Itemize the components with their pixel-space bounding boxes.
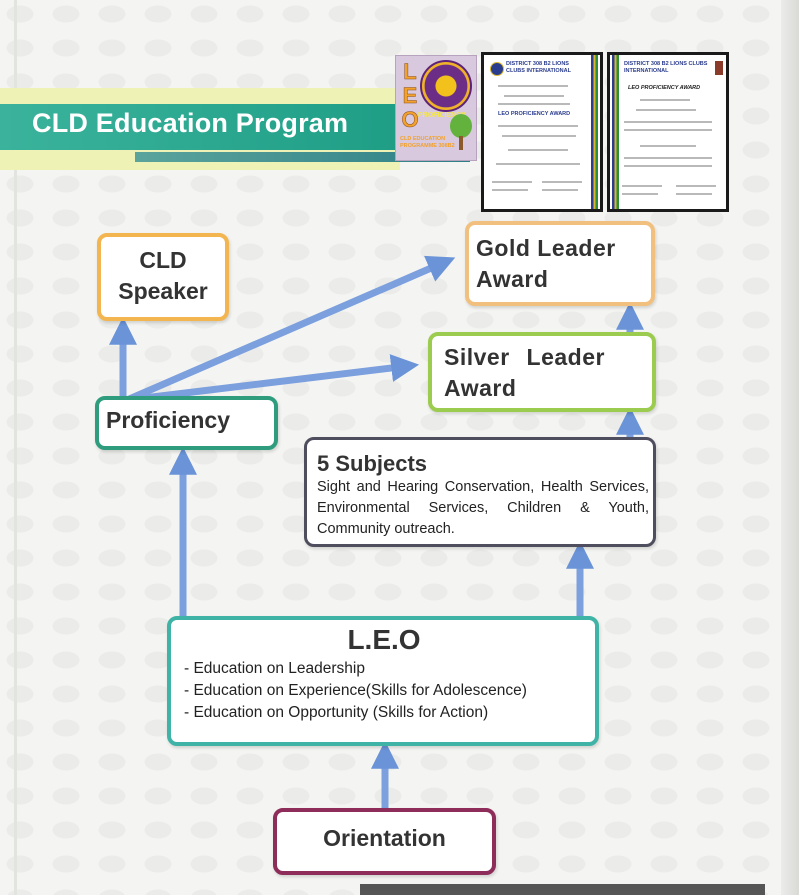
arrow-proficiency-to-gold <box>125 255 456 404</box>
five-subjects-box <box>304 437 656 547</box>
five-subjects-description: Sight and Hearing Conservation, Health S… <box>317 479 649 537</box>
certificate-1: DISTRICT 308 B2 LIONS CLUBS INTERNATIONA… <box>481 52 603 212</box>
leo-box <box>167 616 599 746</box>
logo-proficiency-text: PROFICIENCY <box>418 112 466 119</box>
tree-trunk-icon <box>459 136 463 150</box>
silver-leader-award-label: Silver Leader Award <box>444 344 605 401</box>
banner-title: CLD Education Program <box>32 108 349 138</box>
logo-caption: CLD EDUCATION PROGRAMME 308B2 <box>400 136 455 149</box>
banner-underline <box>135 152 470 162</box>
proficiency-label: Proficiency <box>106 407 230 433</box>
leo-logo-mini-icon <box>715 61 723 75</box>
orientation-box <box>273 808 496 875</box>
gold-leader-award-box <box>465 221 655 306</box>
page-edge <box>781 0 799 895</box>
certificate-award: LEO PROFICIENCY AWARD <box>498 111 571 117</box>
cld-speaker-box <box>97 233 229 321</box>
leo-education-list: Education on Leadership Education on Exp… <box>184 658 527 724</box>
certificate-heading: DISTRICT 308 B2 LIONS CLUBS INTERNATIONA… <box>506 61 571 74</box>
orientation-label: Orientation <box>323 825 446 851</box>
tree-icon <box>450 114 472 138</box>
banner-bar <box>0 104 395 150</box>
gold-leader-award-label: Gold Leader Award <box>476 235 616 292</box>
leo-item-leadership: Education on Leadership <box>184 658 527 680</box>
lions-seal-icon <box>420 60 472 112</box>
certificate-stripe <box>591 55 598 209</box>
certificate-award: LEO PROFICIENCY AWARD <box>628 85 701 91</box>
certificate-stripe <box>612 55 619 209</box>
arrow-proficiency-to-silver <box>126 354 420 404</box>
leo-title: L.E.O <box>347 624 421 655</box>
silver-leader-award-box <box>428 332 656 412</box>
certificate-heading: DISTRICT 308 B2 LIONS CLUBS INTERNATIONA… <box>624 61 708 74</box>
page-spine <box>14 0 17 895</box>
bottom-strip <box>360 884 765 895</box>
leo-item-opportunity: Education on Opportunity (Skills for Act… <box>184 702 527 724</box>
leo-item-experience: Education on Experience(Skills for Adole… <box>184 680 526 702</box>
proficiency-box <box>95 396 278 450</box>
cld-speaker-label: CLD Speaker <box>118 247 208 304</box>
certificate-2: DISTRICT 308 B2 LIONS CLUBS INTERNATIONA… <box>607 52 729 212</box>
lions-badge-icon <box>490 62 504 76</box>
five-subjects-title: 5 Subjects <box>317 451 428 476</box>
